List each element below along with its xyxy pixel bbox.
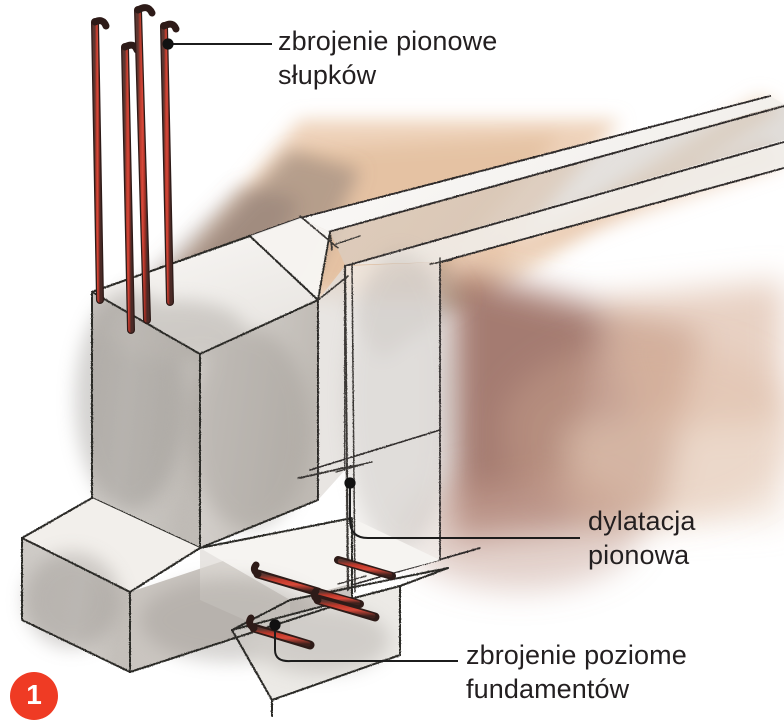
wall-mid-horizontal xyxy=(309,429,441,471)
earth-face-right xyxy=(400,268,784,590)
beam-inner-band xyxy=(345,140,784,265)
horizontal-rebar-4 xyxy=(246,614,315,650)
leader-dot-expansion xyxy=(344,477,356,489)
vertical-rebar-3 xyxy=(134,4,156,324)
beam-top-face xyxy=(300,96,784,232)
leader-lines-group xyxy=(162,38,580,663)
column-top-face xyxy=(92,236,318,354)
leader-dot-horizontal xyxy=(269,619,281,631)
leader-dot-vertical xyxy=(162,38,174,50)
footing-lower-right-edge xyxy=(399,567,449,587)
horizontal-rebar-5 xyxy=(334,556,396,580)
expansion-joint-lines xyxy=(297,215,453,593)
figure-number-badge: 1 xyxy=(10,672,58,720)
footing-top-left xyxy=(22,498,200,592)
notch-inner-face xyxy=(318,266,345,500)
beam-top-front-edge xyxy=(327,105,784,233)
horizontal-rebars-group xyxy=(246,556,396,650)
beam-top-back-edge xyxy=(299,95,771,219)
label-expansion-joint: dylatacja pionowa xyxy=(588,506,696,570)
vertical-rebars-group xyxy=(91,4,180,334)
column-block xyxy=(75,235,319,549)
horizontal-rebar-1 xyxy=(250,561,323,597)
notch-top-face xyxy=(250,218,330,300)
label-horizontal-reinforcement: zbrojenie poziome fundamentów xyxy=(466,640,687,704)
footing-outline-c xyxy=(129,547,201,593)
leader-expansion-joint xyxy=(349,483,580,539)
beam-bottom-edge xyxy=(439,167,784,263)
horizontal-rebar-2 xyxy=(314,588,364,608)
label-vertical-reinforcement: zbrojenie pionowe słupków xyxy=(278,26,498,90)
notch-edge-1 xyxy=(249,235,319,301)
leader-horizontal-reinforcement xyxy=(274,625,458,663)
notch-edge-2 xyxy=(317,231,331,301)
horizontal-rebar-3 xyxy=(310,587,380,622)
figure-number-text: 1 xyxy=(26,679,42,710)
wall-face-right xyxy=(299,250,481,586)
beam-front-face xyxy=(330,104,784,265)
foundation-wall-beam xyxy=(299,95,784,267)
vertical-rebar-4 xyxy=(160,20,180,306)
footing-step-outline xyxy=(199,517,353,549)
vertical-rebar-1 xyxy=(91,17,110,304)
footing-outline-a xyxy=(21,497,93,539)
beam-lower-edge xyxy=(344,141,784,267)
wall-base-line xyxy=(351,547,481,586)
